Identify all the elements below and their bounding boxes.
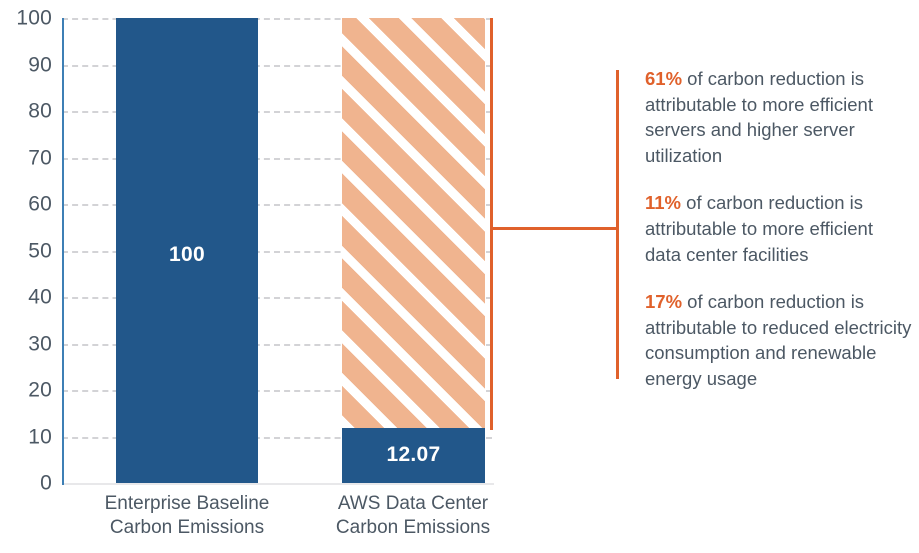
gridline-10 [62, 436, 492, 439]
gridline-100 [62, 18, 492, 20]
annotation-item-17: 17% of carbon reduction is attributable … [645, 289, 913, 391]
x-axis-label-aws-data-center: AWS Data Center Carbon Emissions [313, 492, 513, 541]
y-tick-label-90: 90 [28, 53, 52, 76]
bracket-line-left [490, 18, 493, 430]
y-tick-label-20: 20 [28, 378, 52, 402]
gridline-0 [62, 483, 494, 485]
y-axis-line [62, 18, 64, 485]
x-axis-label-enterprise-baseline-line1: Enterprise Baseline [104, 493, 270, 514]
y-tick-label-0: 0 [40, 471, 52, 495]
y-tick-label-40: 40 [28, 285, 52, 309]
gridline-30 [62, 343, 492, 346]
annotation-item-11: 11% of carbon reduction is attributable … [645, 190, 913, 267]
annotation-list: 61% of carbon reduction is attributable … [645, 66, 913, 392]
annotation-percent-17: 17% [645, 291, 683, 313]
gridline-90 [62, 64, 492, 67]
gridline-80 [62, 111, 492, 113]
bar-value-aws-data-center: 12.07 [386, 443, 441, 466]
gridline-40 [62, 297, 492, 299]
bracket-line-right [616, 70, 619, 379]
bar-aws-reduction-hatched [342, 18, 485, 428]
annotation-text-61: of carbon reduction is attributable to m… [645, 68, 873, 166]
x-axis-label-aws-data-center-line2: Carbon Emissions [335, 517, 491, 539]
gridline-60 [62, 204, 492, 206]
y-tick-label-70: 70 [28, 146, 52, 169]
y-tick-label-60: 60 [28, 192, 52, 216]
annotation-text-11: of carbon reduction is attributable to m… [645, 192, 873, 265]
annotation-percent-11: 11% [645, 192, 682, 214]
y-tick-label-50: 50 [28, 239, 52, 262]
bar-enterprise-baseline: 100 [116, 18, 258, 483]
gridline-50 [62, 250, 492, 253]
bracket-line-connector [490, 227, 618, 230]
bar-aws-data-center: 12.07 [342, 428, 485, 483]
annotation-text-17: of carbon reduction is attributable to r… [645, 291, 912, 390]
x-axis-label-aws-data-center-line1: AWS Data Center [337, 493, 489, 514]
y-tick-label-30: 30 [28, 332, 52, 355]
bar-value-enterprise-baseline: 100 [169, 243, 205, 266]
annotation-item-61: 61% of carbon reduction is attributable … [645, 66, 913, 168]
y-axis-tick-labels: 100 90 80 70 60 50 40 30 20 10 0 [8, 0, 52, 553]
y-tick-label-80: 80 [28, 99, 52, 123]
gridline-20 [62, 390, 492, 392]
y-tick-label-100: 100 [16, 6, 52, 30]
gridline-70 [62, 157, 492, 160]
x-axis-label-enterprise-baseline-line2: Carbon Emissions [109, 517, 265, 539]
y-tick-label-10: 10 [28, 425, 52, 448]
annotation-percent-61: 61% [645, 68, 683, 89]
x-axis-label-enterprise-baseline: Enterprise Baseline Carbon Emissions [87, 492, 287, 541]
